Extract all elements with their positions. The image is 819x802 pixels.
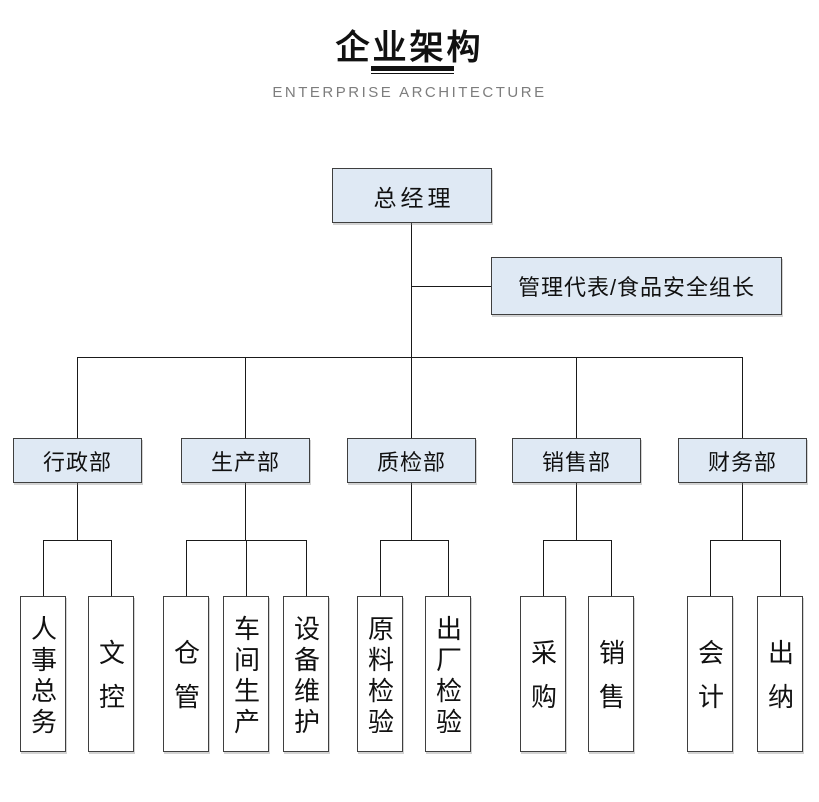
connector [186,540,187,596]
connector [380,540,448,541]
connector [245,357,246,438]
connector [742,357,743,438]
connector [77,483,78,540]
connector [576,483,577,540]
connector [77,357,78,438]
node-label: 会计 [694,639,725,727]
node-sub-raw-material-inspection: 原料检验 [357,596,403,752]
node-sub-factory-inspection: 出厂检验 [425,596,471,752]
node-dept-sales: 销售部 [512,438,641,483]
connector [111,540,112,596]
node-label: 销售部 [541,449,611,475]
connector [710,540,780,541]
connector [411,483,412,540]
node-general-manager: 总经理 [332,168,492,223]
node-management-rep-food-safety-leader: 管理代表/食品安全组长 [491,257,782,315]
connector [543,540,544,596]
connector [411,357,412,438]
node-label: 采购 [527,639,558,727]
connector [43,540,44,596]
node-label: 设备维护 [290,614,321,739]
node-label: 文控 [95,639,126,727]
node-label: 仓管 [170,639,201,727]
node-sub-purchasing: 采购 [520,596,566,752]
connector [43,540,111,541]
node-sub-workshop-production: 车间生产 [223,596,269,752]
node-sub-document-control: 文控 [88,596,134,752]
connector [245,483,246,540]
node-dept-finance: 财务部 [678,438,807,483]
node-label: 出纳 [764,639,795,727]
node-label: 管理代表/食品安全组长 [517,275,756,300]
node-label: 财务部 [707,449,777,475]
connector [380,540,381,596]
node-label: 总经理 [373,184,455,211]
node-label: 出厂检验 [432,614,463,739]
node-sub-selling: 销售 [588,596,634,752]
node-label: 人事总务 [27,614,58,739]
connector [576,357,577,438]
page-subtitle: ENTERPRISE ARCHITECTURE [272,84,547,101]
node-label: 行政部 [42,449,112,475]
connector [710,540,711,596]
connector [448,540,449,596]
node-sub-warehouse: 仓管 [163,596,209,752]
connector [742,483,743,540]
connector [411,286,491,287]
connector [543,540,611,541]
connector [306,540,307,596]
node-dept-quality: 质检部 [347,438,476,483]
node-label: 原料检验 [364,614,395,739]
node-label: 质检部 [376,449,446,475]
connector [246,540,247,596]
connector [411,223,412,357]
title-underline-thick [371,66,454,71]
node-label: 销售 [595,639,626,727]
node-sub-hr-general-affairs: 人事总务 [20,596,66,752]
connector [780,540,781,596]
node-sub-accounting: 会计 [687,596,733,752]
connector [611,540,612,596]
page-title: 企业架构 [335,29,484,67]
node-dept-admin: 行政部 [13,438,142,483]
node-sub-cashier: 出纳 [757,596,803,752]
node-label: 生产部 [210,449,280,475]
title-underline-thin [371,73,454,74]
node-label: 车间生产 [230,614,261,739]
node-dept-production: 生产部 [181,438,310,483]
node-sub-equipment-maintenance: 设备维护 [283,596,329,752]
connector [77,357,743,358]
